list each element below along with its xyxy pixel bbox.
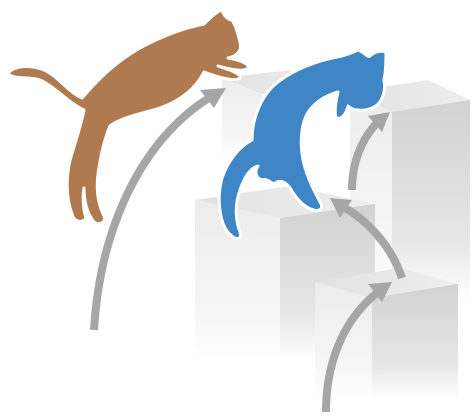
cats-and-stairs-illustration (0, 0, 475, 417)
